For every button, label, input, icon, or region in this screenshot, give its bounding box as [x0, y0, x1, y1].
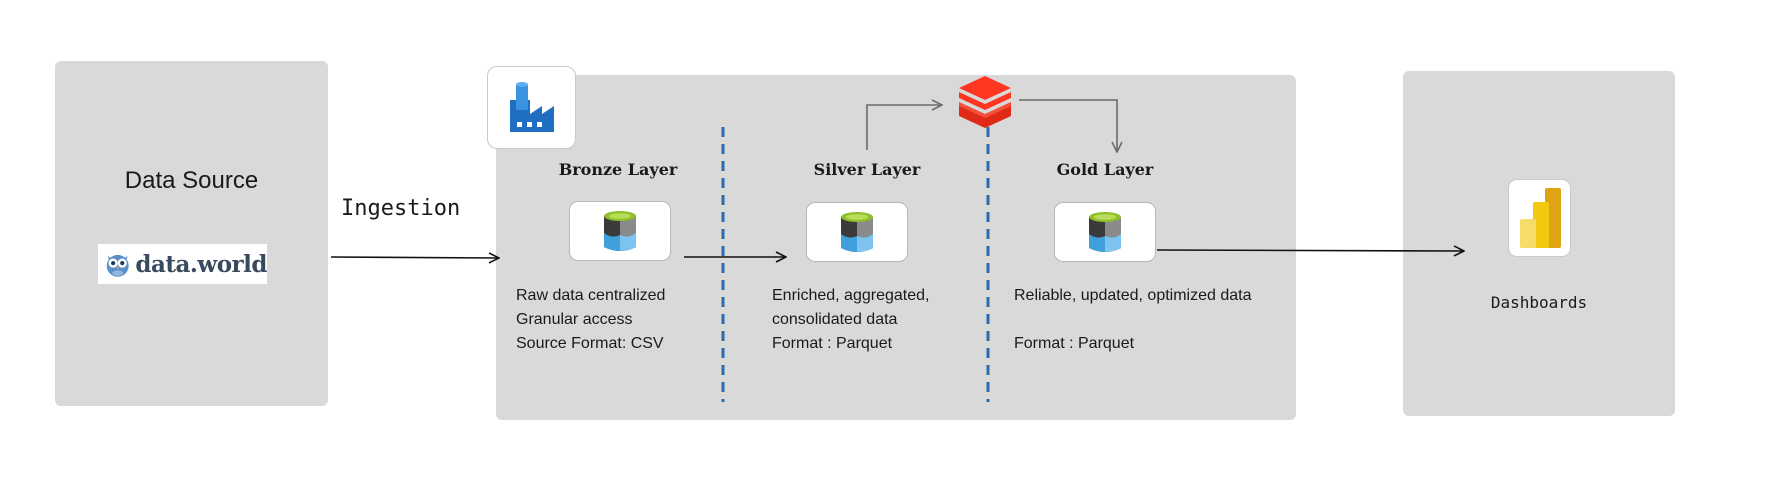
silver-line-3: Format : Parquet [772, 335, 893, 352]
storage-cylinder-icon [841, 212, 873, 252]
storage-cylinder-icon [604, 211, 636, 251]
bronze-layer-title: Bronze Layer [558, 160, 678, 179]
bronze-layer-description: Raw data centralized Granular access Sou… [516, 284, 665, 356]
data-source-panel: Data Source data.world [55, 61, 328, 406]
ingestion-arrow [330, 257, 499, 258]
silver-to-databricks-arrow [866, 105, 942, 150]
silver-line-2: consolidated data [772, 311, 898, 328]
power-bi-tile [1508, 179, 1571, 257]
gold-to-dashboards-arrow [1156, 250, 1464, 251]
bronze-line-1: Raw data centralized [516, 287, 666, 304]
data-factory-tile [487, 66, 576, 149]
gold-layer-title: Gold Layer [1056, 160, 1154, 179]
owl-icon [106, 254, 129, 277]
bronze-line-3: Source Format: CSV [516, 335, 664, 352]
silver-layer-description: Enriched, aggregated, consolidated data … [772, 284, 929, 356]
silver-layer-title: Silver Layer [813, 160, 921, 179]
bronze-line-2: Granular access [516, 311, 633, 328]
databricks-to-gold-arrow [1019, 99, 1117, 152]
databricks-icon [959, 76, 1011, 128]
databricks-logo [956, 74, 1014, 135]
gold-storage-tile [1054, 202, 1156, 262]
dashboards-label: Dashboards [1490, 293, 1588, 312]
silver-line-1: Enriched, aggregated, [772, 287, 930, 304]
dataworld-logo: data.world [98, 244, 267, 284]
bronze-storage-tile [569, 201, 671, 261]
storage-cylinder-icon [1089, 212, 1121, 252]
silver-storage-tile [806, 202, 908, 262]
data-source-title: Data Source [124, 167, 259, 194]
dataworld-logo-text: data.world [135, 250, 267, 278]
data-factory-icon [509, 81, 554, 132]
gold-line-3: Format : Parquet [1014, 335, 1135, 352]
ingestion-label: Ingestion [341, 196, 461, 221]
gold-layer-description: Reliable, updated, optimized data Format… [1014, 284, 1252, 356]
gold-line-2 [1014, 308, 1252, 332]
power-bi-icon [1519, 188, 1561, 248]
gold-line-1: Reliable, updated, optimized data [1014, 287, 1252, 304]
